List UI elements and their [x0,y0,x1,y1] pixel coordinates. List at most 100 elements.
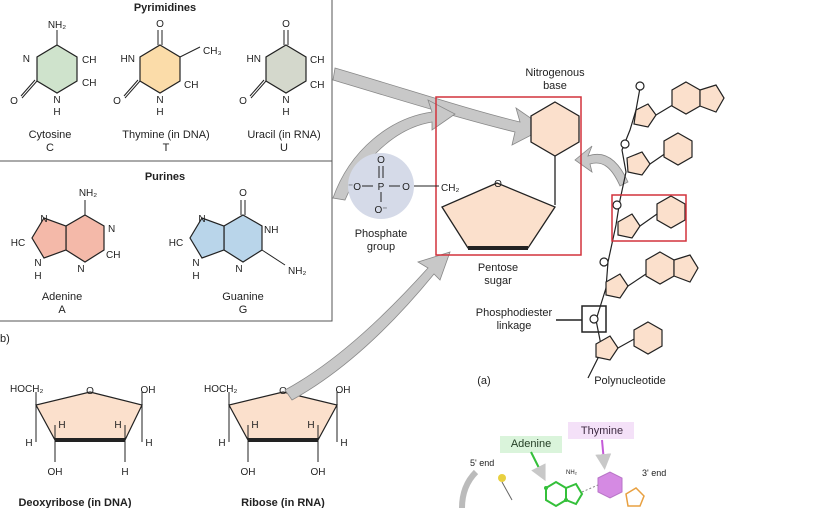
polynucleotide-chain [587,81,725,379]
thymine-o-top: O [156,19,164,30]
uracil-structure: O CH CH HN N H O [239,19,324,118]
phosphate-o-right: O [402,182,410,193]
polynucleotide-label: Polynucleotide [594,375,666,387]
ribose-h-left: H [218,438,225,449]
phosphate-group-circle [348,153,414,219]
cytosine-h: H [53,107,60,118]
inset-thymine-label: Thymine [581,425,623,437]
purines-heading: Purines [145,171,185,183]
inset-nh2: NH₂ [566,470,578,476]
uracil-ch-top: CH [310,55,324,66]
deoxyribose-hoch2: HOCH₂ [10,384,43,395]
phosphodiester-box [581,305,607,333]
ribose-h-inner-left: H [251,420,258,431]
adenine-n-top: N [40,214,47,225]
deoxyribose-h-right: H [145,438,152,449]
uracil-h: H [282,107,289,118]
phosphodiester-label-2: linkage [497,320,532,332]
thymine-ch3-text: CH₃ [203,46,222,57]
guanine-structure: O NH NH₂ N N HC N H [169,188,307,282]
cytosine-abbr: C [46,142,54,154]
deoxyribose-label: Deoxyribose (in DNA) [18,497,131,508]
adenine-n-right: N [108,224,115,235]
thymine-abbr: T [163,142,170,154]
panel-b-label: b) [0,333,10,345]
adenine-nh2: NH₂ [79,188,97,199]
thymine-structure: O CH₃ CH HN N H O [113,19,221,118]
phosphate-group-label-1: Phosphate [355,228,408,240]
guanine-abbr: G [239,304,248,316]
deoxyribose-h-bottom: H [121,467,128,478]
uracil-o-bottom: O [239,96,247,107]
guanine-n-bottom: N [235,264,242,275]
cytosine-name: Cytosine [29,129,72,141]
cytosine-structure: NH₂ CH CH N N H O [10,20,96,118]
adenine-h: H [34,271,41,282]
adenine-n-five: N [34,258,41,269]
nitrogenous-base-label-1: Nitrogenous [525,67,585,79]
uracil-hn: HN [247,54,261,65]
pentose-sugar-label-2: sugar [484,275,512,287]
ribose-oh-bottom-left: OH [241,467,256,478]
phosphate-o-top: O [377,155,385,166]
cytosine-nh2-text: NH₂ [48,20,66,31]
adenine-name: Adenine [42,291,82,303]
pyrimidines-heading: Pyrimidines [134,2,196,14]
guanine-h: H [192,271,199,282]
cytosine-ch-bottom: CH [82,78,96,89]
ribose-oh-right: OH [336,385,351,396]
deoxyribose-oh-bottom: OH [48,467,63,478]
uracil-o-top: O [282,19,290,30]
cytosine-n-bottom: N [53,95,60,106]
sugar-ch2: CH₂ [441,183,459,194]
thymine-h: H [156,107,163,118]
adenine-n-bottom: N [77,264,84,275]
adenine-abbr: A [58,304,66,316]
deoxyribose-structure: HOCH₂ O OH H H H H OH H [10,384,156,478]
phosphate-o-minus-bottom: O⁻ [374,205,387,216]
thymine-hn: HN [121,54,135,65]
ribose-oh-bottom-right: OH [311,467,326,478]
ribose-h-right: H [340,438,347,449]
sugar-ring-o: O [494,179,502,190]
nucleotide-highlight-box [435,96,582,256]
adenine-structure: NH₂ N CH N N HC N H [11,188,121,282]
cytosine-o: O [10,96,18,107]
adenine-hc: HC [11,238,25,249]
uracil-ch-bottom: CH [310,80,324,91]
deoxyribose-h-inner-left: H [58,420,65,431]
ribose-ring-o: O [279,386,287,397]
deoxyribose-h-inner-right: H [114,420,121,431]
thymine-n-bottom: N [156,95,163,106]
guanine-nh2: NH₂ [288,266,306,277]
pentose-sugar-label-1: Pentose [478,262,518,274]
panel-a-label: (a) [477,375,490,387]
nitrogenous-base-hexagon [530,101,580,157]
sugar-to-nucleotide-arrow [284,251,451,401]
uracil-n-bottom: N [282,95,289,106]
guanine-hc: HC [169,238,183,249]
deoxyribose-h-left: H [25,438,32,449]
phosphate-group-label-2: group [367,241,395,253]
inset-three-prime-end: 3' end [642,468,666,478]
cytosine-ch-top: CH [82,55,96,66]
inset-adenine-label: Adenine [511,438,551,450]
phosphodiester-label-1: Phosphodiester [476,307,553,319]
thymine-ch: CH [184,80,198,91]
ribose-label: Ribose (in RNA) [241,497,325,508]
ribose-hoch2: HOCH₂ [204,384,237,395]
phosphate-p: P [378,182,385,193]
chain-to-nucleotide-arrow [574,145,629,187]
uracil-abbr: U [280,142,288,154]
phosphate-o-minus-left: ⁻O [348,182,361,193]
guanine-n-top: N [198,214,205,225]
adenine-ch: CH [106,250,120,261]
deoxyribose-ring-o: O [86,386,94,397]
thymine-o-bottom: O [113,96,121,107]
ribose-structure: HOCH₂ O OH H H H H OH OH [204,384,351,478]
inset-five-prime-end: 5' end [470,458,494,468]
ribose-h-inner-right: H [307,420,314,431]
uracil-name: Uracil (in RNA) [247,129,320,141]
nitrogenous-base-label-2: base [543,80,567,92]
